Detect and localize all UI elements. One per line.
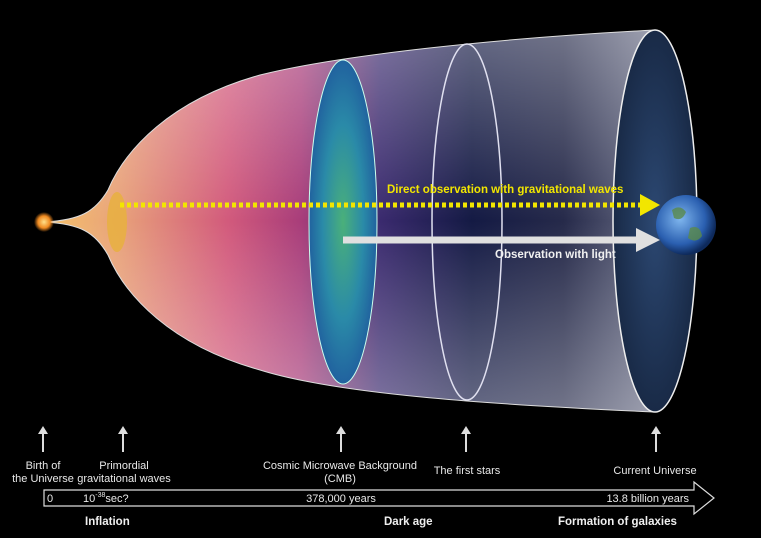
primordial-label-1: Primordial bbox=[99, 460, 149, 472]
time-zero: 0 bbox=[47, 493, 53, 505]
first-stars-ellipse bbox=[431, 43, 503, 401]
time-primordial: 10-38sec? bbox=[83, 492, 129, 505]
cmb-label-2: (CMB) bbox=[324, 473, 356, 485]
first-stars-label: The first stars bbox=[434, 465, 501, 477]
birth-of-universe-glow bbox=[34, 212, 54, 232]
birth-label-2: the Universe bbox=[12, 473, 74, 485]
era-formation-of-galaxies: Formation of galaxies bbox=[558, 516, 677, 528]
time-current: 13.8 billion years bbox=[606, 493, 689, 505]
current-universe-label: Current Universe bbox=[613, 465, 696, 477]
era-inflation: Inflation bbox=[85, 516, 130, 528]
era-dark-age: Dark age bbox=[384, 516, 433, 528]
primordial-label-2: gravitational waves bbox=[77, 473, 171, 485]
cmb-label-1: Cosmic Microwave Background bbox=[263, 460, 417, 472]
time-cmb: 378,000 years bbox=[306, 493, 376, 505]
gravitational-arrowhead bbox=[640, 194, 660, 216]
inflation-patch bbox=[107, 192, 127, 252]
timeline-arrow bbox=[43, 480, 715, 516]
light-observation-label: Observation with light bbox=[495, 249, 616, 261]
light-arrowhead bbox=[636, 228, 660, 252]
cmb-ellipse bbox=[308, 59, 378, 385]
earth bbox=[656, 195, 716, 255]
gravitational-observation-label: Direct observation with gravitational wa… bbox=[387, 184, 623, 196]
birth-label-1: Birth of bbox=[26, 460, 62, 472]
